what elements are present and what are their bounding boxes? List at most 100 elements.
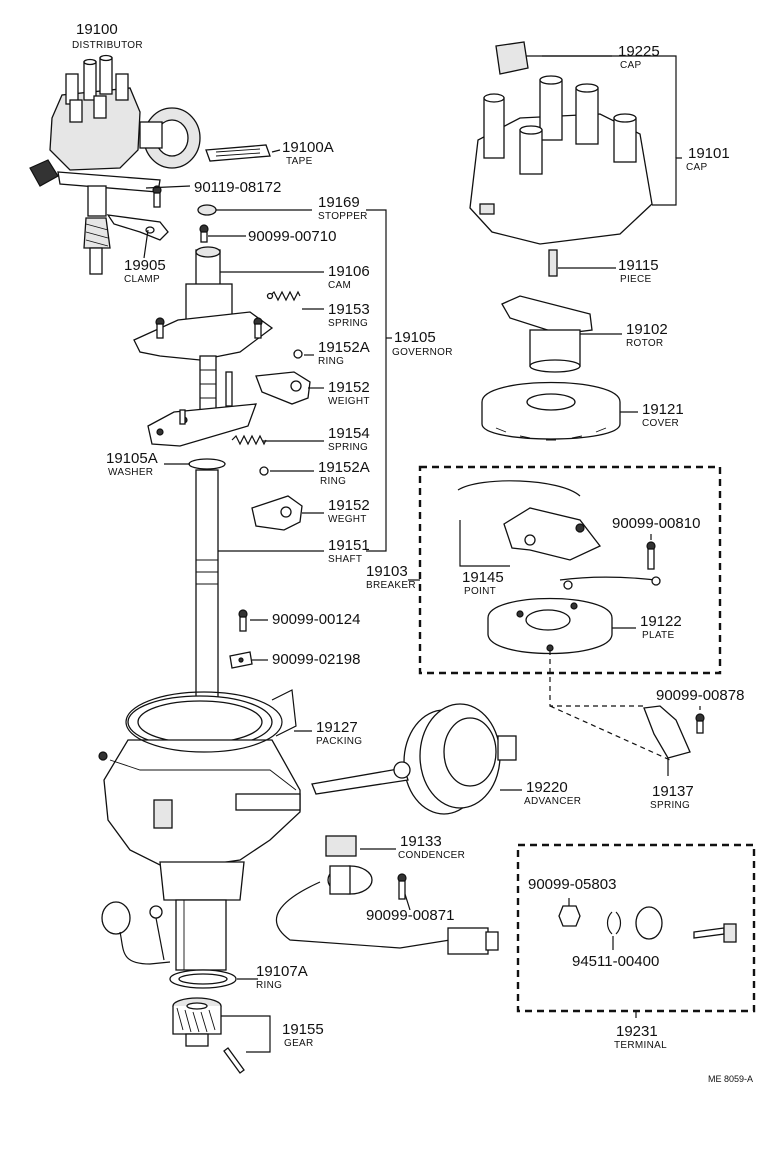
label-small-cap: 19225 CAP — [618, 43, 660, 71]
label-rotor: 19102 ROTOR — [626, 321, 668, 349]
svg-text:90099-00710: 90099-00710 — [248, 228, 336, 245]
svg-text:SPRING: SPRING — [650, 800, 690, 811]
svg-text:19107A: 19107A — [256, 963, 308, 980]
ring-19107a-drawing — [169, 969, 237, 989]
distributor-assembly-drawing — [29, 54, 201, 275]
governor-weight-lower-drawing — [251, 495, 303, 531]
governor-cam-drawing — [133, 246, 274, 417]
label-screw-00871: 90099-00871 — [366, 907, 454, 924]
svg-text:COVER: COVER — [642, 418, 679, 429]
svg-text:DISTRIBUTOR: DISTRIBUTOR — [72, 40, 143, 51]
label-spring-19137: 19137 SPRING — [650, 783, 694, 811]
cap-drawing — [469, 75, 653, 245]
label-point: 19145 POINT — [462, 569, 504, 597]
svg-text:STOPPER: STOPPER — [318, 211, 368, 222]
label-ring-19107a: 19107A RING — [256, 963, 308, 991]
rotor-cover-drawing — [481, 381, 621, 441]
distributor-housing-drawing — [98, 689, 301, 971]
label-weight-upper: 19152 WEIGHT — [328, 379, 370, 407]
label-screw-00124: 90099-00124 — [272, 611, 360, 628]
governor-ring-upper-drawing — [293, 349, 303, 359]
label-advancer: 19220 ADVANCER — [524, 779, 581, 807]
label-plate: 19122 PLATE — [640, 613, 682, 641]
governor-spring-lower-drawing — [231, 434, 267, 446]
svg-text:WEGHT: WEGHT — [328, 514, 367, 525]
terminal-bolt-drawing — [693, 923, 737, 943]
label-washer-02198: 90099-02198 — [272, 651, 360, 668]
svg-text:19152A: 19152A — [318, 339, 370, 356]
label-screw-00710: 90099-00710 — [248, 228, 336, 245]
svg-text:19133: 19133 — [400, 833, 442, 850]
label-washer: 19105A WASHER — [106, 450, 158, 478]
svg-text:19115: 19115 — [618, 257, 659, 274]
governor-ring-lower-drawing — [259, 466, 269, 476]
screw-00124-drawing — [238, 609, 248, 632]
svg-text:WASHER: WASHER — [108, 467, 153, 478]
gear-drawing — [172, 997, 245, 1074]
svg-text:90099-05803: 90099-05803 — [528, 876, 616, 893]
svg-text:19106: 19106 — [328, 263, 370, 280]
svg-text:PACKING: PACKING — [316, 736, 362, 747]
washer-drawing — [188, 458, 226, 470]
label-spring-upper: 19153 SPRING — [328, 301, 370, 329]
svg-text:GOVERNOR: GOVERNOR — [392, 347, 453, 358]
svg-text:CLAMP: CLAMP — [124, 274, 160, 285]
label-distributor: 19100 DISTRIBUTOR — [72, 21, 143, 51]
svg-text:19122: 19122 — [640, 613, 682, 630]
label-screw-00878: 90099-00878 — [656, 687, 744, 704]
breaker-group-box — [418, 465, 722, 675]
piece-drawing — [548, 249, 558, 277]
svg-text:90099-00878: 90099-00878 — [656, 687, 744, 704]
svg-text:ADVANCER: ADVANCER — [524, 796, 581, 807]
svg-text:19121: 19121 — [642, 401, 684, 418]
label-stopper: 19169 STOPPER — [318, 194, 368, 222]
label-ring-upper: 19152A RING — [318, 339, 370, 367]
svg-text:19100: 19100 — [76, 21, 118, 38]
label-cap: 19101 CAP — [686, 145, 730, 173]
stopper-drawing — [197, 204, 217, 216]
svg-text:19127: 19127 — [316, 719, 358, 736]
label-shaft: 19151 SHAFT — [328, 537, 370, 565]
screw-00710-drawing — [199, 224, 209, 243]
label-gear: 19155 GEAR — [282, 1021, 324, 1049]
label-cover: 19121 COVER — [642, 401, 684, 429]
label-terminal: 19231 TERMINAL — [614, 1023, 667, 1051]
condenser-drawing — [275, 835, 499, 955]
svg-text:CAP: CAP — [686, 162, 707, 173]
svg-text:19905: 19905 — [124, 257, 166, 274]
label-washer-00400: 94511-00400 — [572, 953, 659, 970]
spring-bracket-drawing — [643, 705, 705, 759]
svg-text:CONDENCER: CONDENCER — [398, 850, 465, 861]
advancer-drawing — [311, 703, 517, 815]
svg-text:90119-08172: 90119-08172 — [194, 179, 281, 196]
svg-text:90099-00871: 90099-00871 — [366, 907, 454, 924]
rotor-drawing — [501, 295, 593, 373]
svg-text:19152: 19152 — [328, 379, 370, 396]
svg-text:19103: 19103 — [366, 563, 408, 580]
leader-lines — [143, 55, 701, 1053]
breaker-plate-drawing — [147, 403, 257, 447]
svg-text:RING: RING — [318, 356, 344, 367]
svg-text:19152A: 19152A — [318, 459, 370, 476]
contact-point-drawing — [457, 480, 661, 590]
screw-00871-drawing — [397, 873, 407, 900]
figure-reference: ME 8059-A — [708, 1074, 753, 1084]
breaker-base-plate-drawing — [487, 597, 613, 655]
svg-text:19153: 19153 — [328, 301, 370, 318]
screw-00810-drawing — [646, 541, 656, 570]
svg-text:BREAKER: BREAKER — [366, 580, 416, 591]
svg-text:19152: 19152 — [328, 497, 370, 514]
svg-text:19137: 19137 — [652, 783, 694, 800]
svg-text:19155: 19155 — [282, 1021, 324, 1038]
label-spring-lower: 19154 SPRING — [328, 425, 370, 453]
packing-drawing — [125, 691, 283, 753]
label-clamp: 19905 CLAMP — [124, 257, 166, 285]
svg-text:RING: RING — [320, 476, 346, 487]
label-packing: 19127 PACKING — [316, 719, 362, 747]
svg-text:GEAR: GEAR — [284, 1038, 314, 1049]
label-condenser: 19133 CONDENCER — [398, 833, 465, 861]
label-piece: 19115 PIECE — [618, 257, 659, 285]
lock-washer-drawing — [606, 911, 622, 935]
svg-text:SPRING: SPRING — [328, 442, 368, 453]
